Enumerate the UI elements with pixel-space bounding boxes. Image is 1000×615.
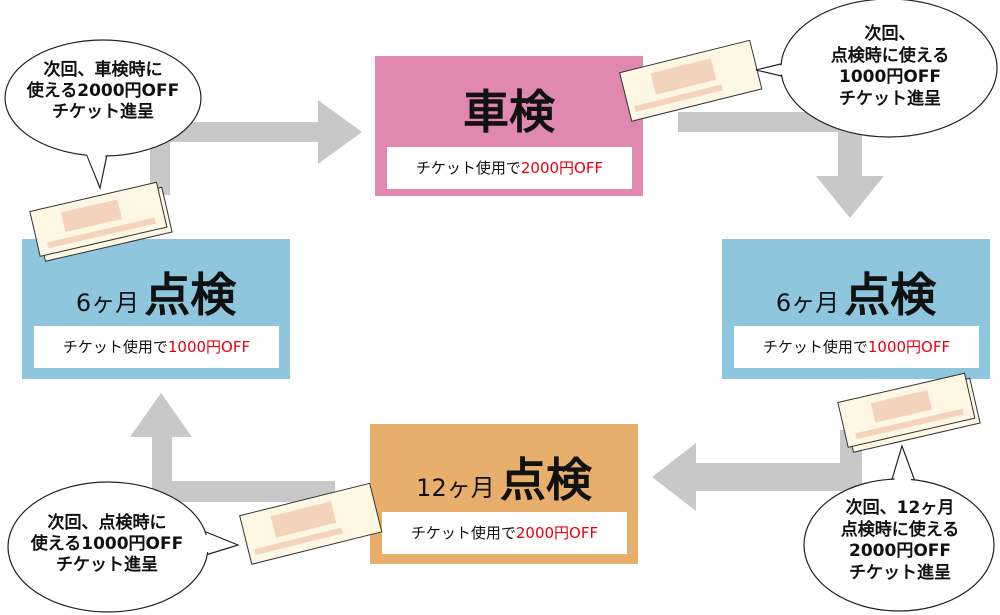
inspection-6m-left-box: 6ヶ月 点検 チケット使用で1000円OFF [22, 239, 290, 379]
speech-bubble-bottom-right [803, 444, 995, 612]
note-prefix: チケット使用で [62, 338, 168, 356]
inspection-6m-right-discount-note: チケット使用で1000円OFF [734, 326, 979, 368]
title-main: 点検 [499, 453, 592, 507]
bubble-line: 次回、点検時に [47, 513, 167, 533]
ticket-icon [239, 482, 383, 565]
inspection-6m-left-discount-note: チケット使用で1000円OFF [34, 326, 279, 368]
discount-amount: 2000円OFF [520, 159, 604, 177]
bubble-text-top-left: 次回、車検時に 使える2000円OFF チケット進呈 [8, 60, 198, 123]
bubble-line: 2000円OFF [849, 541, 951, 561]
speech-bubble-top-left [4, 39, 202, 191]
inspection-6m-right-box: 6ヶ月 点検 チケット使用で1000円OFF [722, 239, 990, 379]
discount-amount: 2000円OFF [515, 524, 599, 542]
title-prefix: 6ヶ月 [75, 289, 140, 317]
inspection-12m-discount-note: チケット使用で2000円OFF [382, 512, 627, 554]
bubble-line: 点検時に使える [830, 45, 950, 66]
note-prefix: チケット使用で [415, 159, 521, 177]
bubble-line: 使える2000円OFF [26, 81, 180, 101]
bubble-line: 次回、車検時に [43, 60, 163, 80]
title-main: 点検 [144, 268, 237, 322]
bubble-line: 次回、12ヶ月 [845, 498, 955, 518]
note-prefix: チケット使用で [762, 338, 868, 356]
bubble-text-top-right: 次回、 点検時に使える 1000円OFF チケット進呈 [795, 24, 985, 110]
bubble-line: 使える1000円OFF [30, 534, 184, 554]
shaken-discount-note: チケット使用で2000円OFF [387, 147, 632, 189]
speech-bubble-bottom-left [7, 481, 240, 613]
bubble-line: チケット進呈 [56, 555, 158, 575]
arrow-to-12m [652, 430, 862, 511]
bubble-line: 1000円OFF [839, 67, 941, 87]
title-prefix: 6ヶ月 [775, 289, 840, 317]
ticket-icon [29, 181, 173, 262]
bubble-text-bottom-left: 次回、点検時に 使える1000円OFF チケット進呈 [12, 513, 202, 576]
inspection-6m-left-title: 6ヶ月 点検 [22, 259, 290, 325]
speech-bubble-top-right [755, 0, 998, 138]
arrow-to-6m-right [678, 112, 884, 218]
shaken-title-text: 車検 [463, 85, 555, 139]
ticket-icon [619, 39, 763, 122]
bubble-line: 点検時に使える [840, 519, 960, 540]
bubble-line: チケット進呈 [839, 88, 941, 109]
inspection-12m-box: 12ヶ月 点検 チケット使用で2000円OFF [370, 424, 638, 564]
title-prefix: 12ヶ月 [416, 474, 495, 502]
discount-amount: 1000円OFF [867, 338, 951, 356]
note-prefix: チケット使用で [410, 524, 516, 542]
bubble-line: 次回、 [864, 24, 916, 44]
discount-amount: 1000円OFF [167, 338, 251, 356]
bubble-line: チケット進呈 [52, 102, 154, 122]
bubble-text-bottom-right: 次回、12ヶ月 点検時に使える 2000円OFF チケット進呈 [805, 498, 995, 584]
inspection-12m-title: 12ヶ月 点検 [370, 444, 638, 510]
title-main: 点検 [844, 268, 937, 322]
shaken-title: 車検 [375, 76, 643, 142]
bubble-line: チケット進呈 [849, 562, 951, 583]
inspection-6m-right-title: 6ヶ月 点検 [722, 259, 990, 325]
ticket-icon [837, 372, 981, 453]
shaken-box: 車検 チケット使用で2000円OFF [375, 56, 643, 196]
arrow-to-shaken [150, 100, 362, 195]
arrow-to-6m-left [130, 393, 335, 502]
